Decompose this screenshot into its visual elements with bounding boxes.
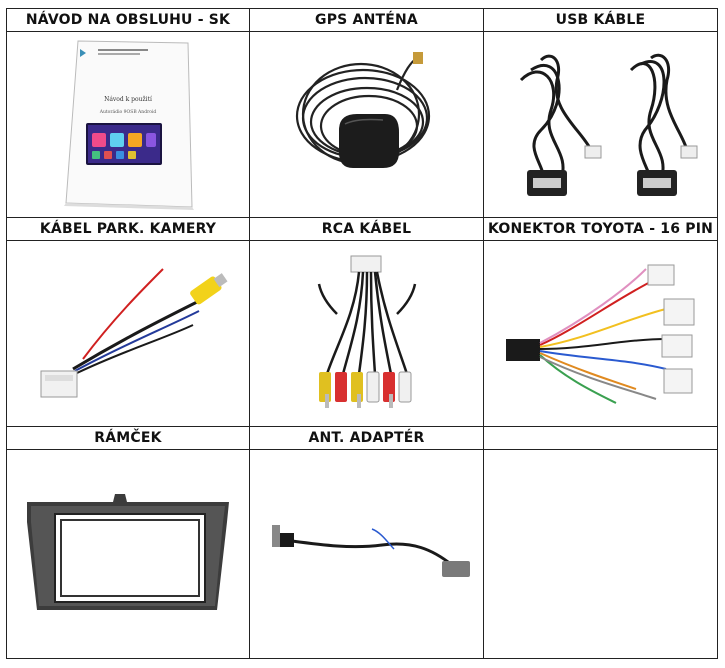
manual-subtitle: Autorádio 9OSB Android (99, 108, 157, 115)
cell-image-empty (483, 449, 718, 659)
header-row: NÁVOD NA OBSLUHU - SK GPS ANTÉNA USB KÁB… (6, 8, 718, 32)
cell-image-usb-cables (483, 31, 718, 218)
rca-cable-icon (317, 255, 416, 408)
manual-booklet-icon: Návod k použití Autorádio 9OSB Android (64, 40, 194, 210)
accessories-table: NÁVOD NA OBSLUHU - SK GPS ANTÉNA USB KÁB… (6, 8, 718, 659)
cell-label-manual: NÁVOD NA OBSLUHU - SK (6, 8, 250, 32)
cell-image-camera-cable (6, 240, 250, 427)
iso-plug-icon (505, 338, 540, 361)
camera-cable-icon (40, 267, 228, 397)
adapter-plug-icon (441, 561, 470, 577)
cell-image-dash-frame (6, 449, 250, 659)
cell-label-rca-cable: RCA KÁBEL (249, 217, 484, 241)
cell-label-toyota-harness: KONEKTOR TOYOTA - 16 PIN (483, 217, 718, 241)
rca-red-icon (334, 371, 347, 402)
cell-label-antenna-adapter: ANT. ADAPTÉR (249, 426, 484, 450)
cell-label-camera-cable: KÁBEL PARK. KAMERY (6, 217, 250, 241)
antenna-adapter-icon (271, 525, 470, 577)
header-row: RÁMČEK ANT. ADAPTÉR (6, 426, 718, 450)
image-row: Návod k použití Autorádio 9OSB Android (6, 31, 718, 218)
rca-plug-icon (190, 272, 228, 304)
cell-label-gps-antenna: GPS ANTÉNA (249, 8, 484, 32)
cell-label-usb-cables: USB KÁBLE (483, 8, 718, 32)
header-row: KÁBEL PARK. KAMERY RCA KÁBEL KONEKTOR TO… (6, 217, 718, 241)
cell-label-dash-frame: RÁMČEK (6, 426, 250, 450)
dash-frame-icon (27, 493, 229, 610)
gps-antenna-icon (295, 51, 430, 168)
usb-cables-icon (519, 53, 697, 196)
manual-title: Návod k použití (104, 96, 152, 103)
cell-image-rca-cable (249, 240, 484, 427)
toyota-harness-icon (505, 264, 694, 404)
image-row (6, 240, 718, 427)
cell-label-empty (483, 426, 718, 450)
cell-image-antenna-adapter (249, 449, 484, 659)
sma-connector-icon (412, 51, 423, 64)
cell-image-gps-antenna (249, 31, 484, 218)
antenna-plug-icon (271, 525, 294, 547)
image-row (6, 449, 718, 659)
cell-image-manual: Návod k použití Autorádio 9OSB Android (6, 31, 250, 218)
cell-image-toyota-harness (483, 240, 718, 427)
logo-icon (80, 49, 86, 57)
